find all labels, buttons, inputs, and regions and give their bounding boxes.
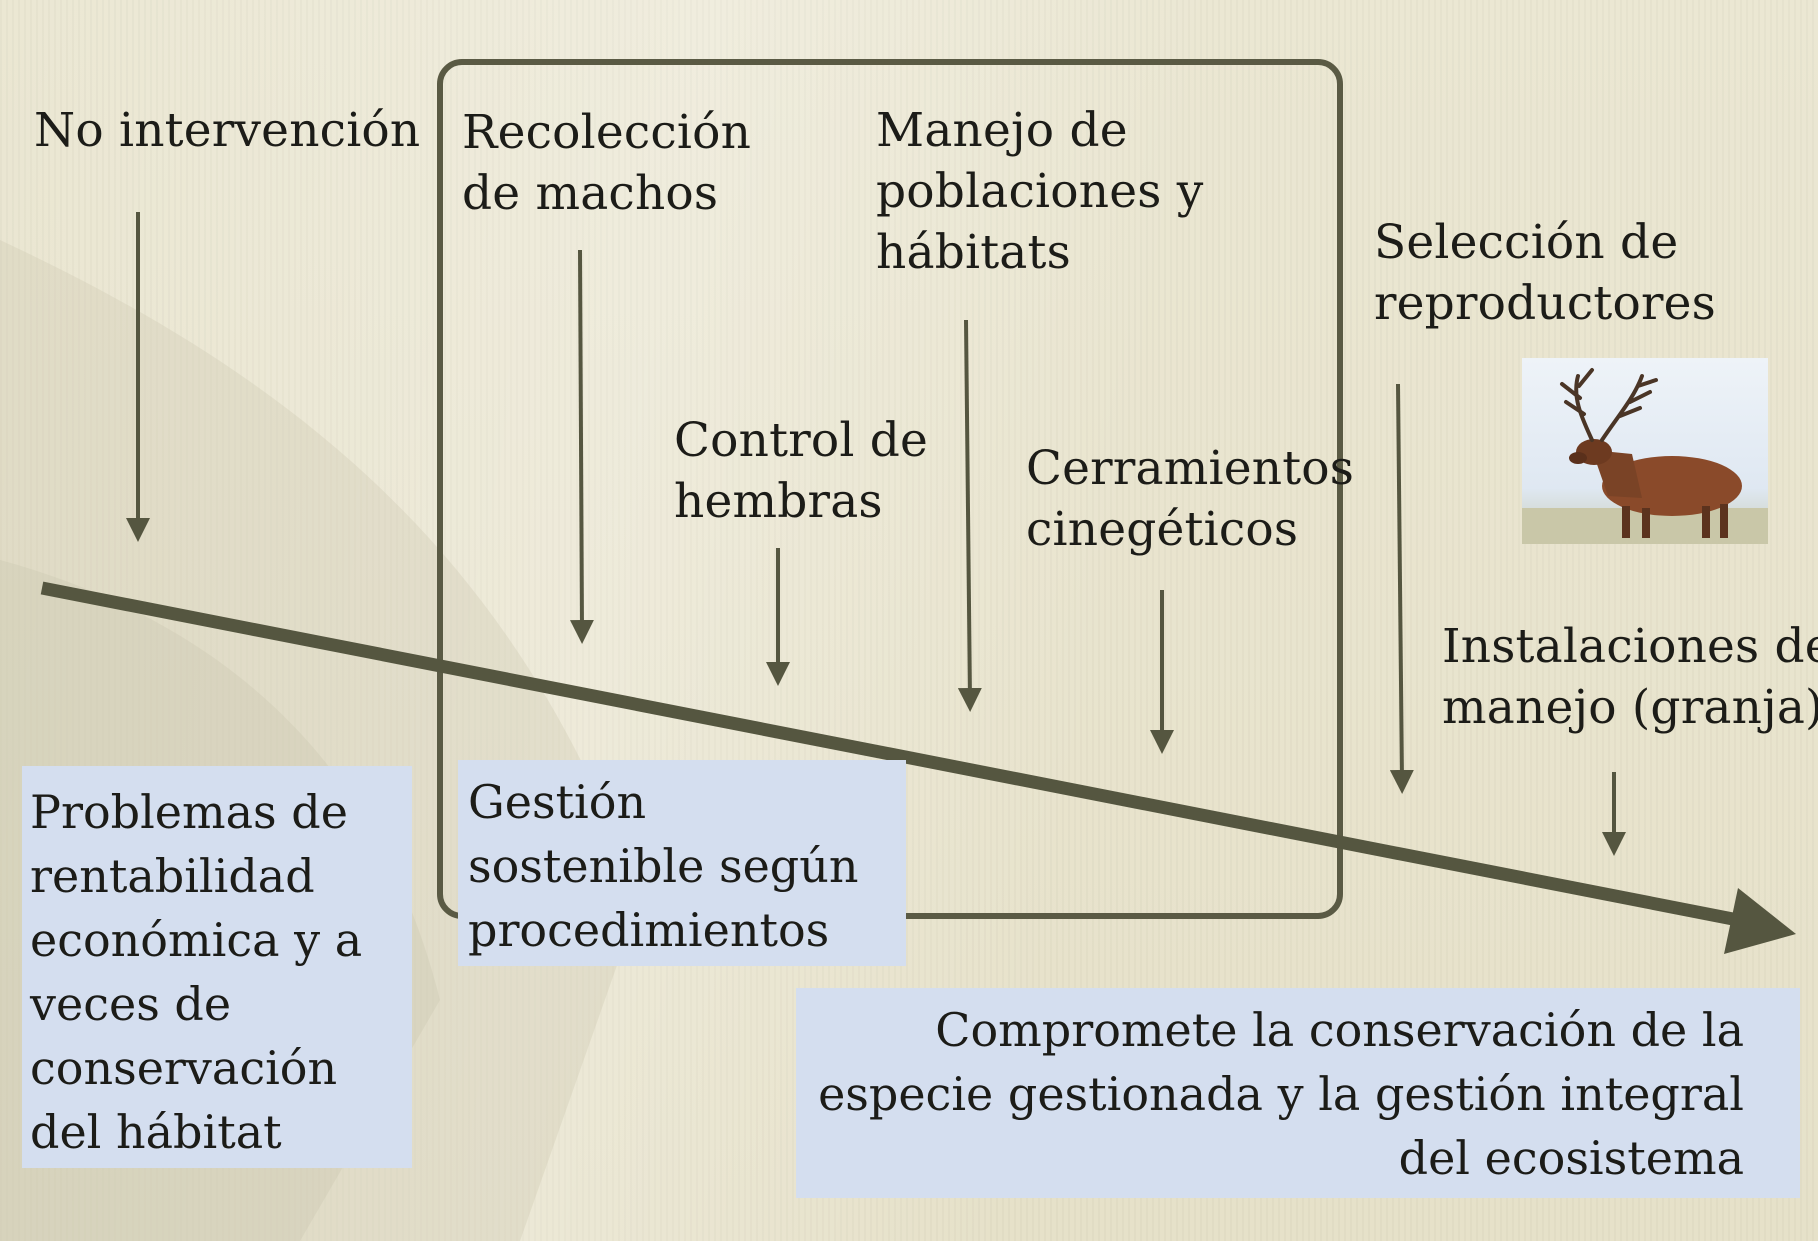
box-problemas-de-rentabilidad: Problemas de rentabilidad económica y a … [22, 766, 412, 1168]
box-compromete-conservacion: Compromete la conservación de la especie… [796, 988, 1800, 1198]
arrow-manejo-poblaciones [957, 319, 982, 712]
label-instalaciones-de-manejo: Instalaciones de manejo (granja) [1442, 619, 1818, 735]
main-diagonal-arrow [40, 581, 1740, 927]
label-control-de-hembras: Control de hembras [674, 413, 929, 529]
arrow-seleccion [1389, 383, 1414, 794]
arrow-recoleccion [569, 249, 594, 644]
label-no-intervencion: No intervención [34, 103, 421, 158]
box-gestion-sostenible: Gestión sostenible según procedimientos [458, 760, 906, 966]
main-diagonal-arrowhead [1724, 888, 1796, 954]
label-cerramientos-cinegeticos: Cerramientos cinegéticos [1026, 441, 1355, 557]
label-manejo-de-poblaciones: Manejo de poblaciones y hábitats [876, 103, 1204, 280]
deer-icon [1522, 368, 1768, 544]
red-deer-stag-photo [1522, 358, 1768, 544]
label-recoleccion-de-machos: Recolección de machos [462, 105, 752, 221]
label-seleccion-de-reproductores: Selección de reproductores [1374, 215, 1716, 331]
